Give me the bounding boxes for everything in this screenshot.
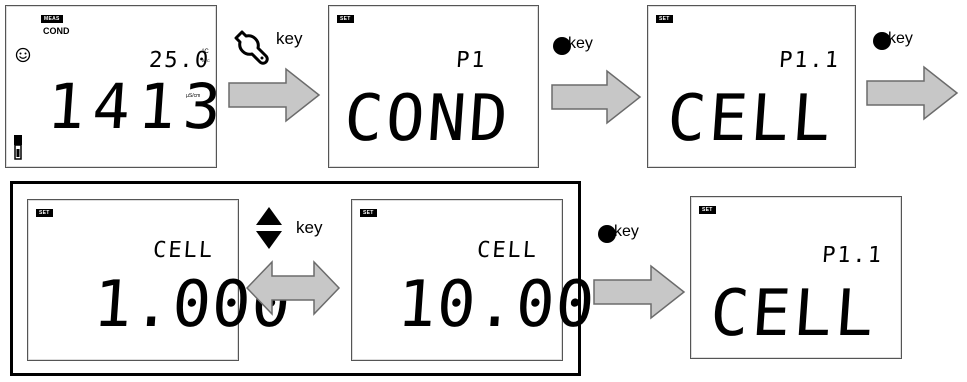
set-tag: SET [699, 206, 716, 214]
double-arrow [245, 260, 341, 316]
param-code: CELL [476, 238, 539, 263]
lcd-panel-p1-1: SET P1.1 CELL [647, 5, 856, 168]
lcd-panel-p1-1-return: SET P1.1 CELL [690, 196, 902, 359]
dot-key-label-2: key [888, 30, 913, 47]
dot-key-label-3: key [614, 223, 639, 240]
temp-unit-atc: ATC [202, 58, 210, 63]
enter-dot-icon [598, 225, 616, 243]
menu-main-text: COND [341, 82, 514, 156]
menu-main-text: CELL [664, 82, 837, 156]
menu-main-text: CELL [707, 277, 880, 351]
cell-constant-value: 10.00 [394, 268, 598, 342]
updown-key-label: key [296, 218, 323, 237]
enter-dot-icon [873, 32, 891, 50]
enter-dot-icon [553, 37, 571, 55]
param-code: P1.1 [821, 243, 884, 268]
meas-tag: MEAS [41, 15, 63, 23]
arrow-right-4 [593, 264, 686, 320]
set-tag: SET [36, 209, 53, 217]
set-tag: SET [656, 15, 673, 23]
dot-key-label-1: key [568, 35, 593, 52]
lcd-panel-measurement: MEAS COND 25.0 °C ATC 1413 µS/cm [5, 5, 231, 168]
param-code: P1 [455, 48, 488, 73]
up-down-arrow-icon [256, 207, 282, 249]
lcd-panel-p1: SET P1 COND [328, 5, 539, 168]
arrow-right-2 [551, 69, 642, 125]
arrow-right-1 [228, 67, 321, 123]
wrench-icon [234, 30, 269, 65]
electrode-probe-icon [14, 135, 22, 160]
wrench-key-label: key [276, 29, 303, 48]
param-code: CELL [152, 238, 215, 263]
param-code: P1.1 [778, 48, 841, 73]
lcd-panel-cell-1000-alt: SET CELL 10.00 [351, 199, 598, 361]
mode-label: COND [43, 26, 70, 36]
set-tag: SET [360, 209, 377, 217]
arrow-right-3 [866, 65, 959, 121]
lcd-panel-cell-1000: SET CELL 1.000 [27, 199, 294, 361]
temp-unit-c: °C [202, 49, 209, 55]
smiley-icon [15, 47, 31, 63]
set-tag: SET [337, 15, 354, 23]
adjustment-group-frame [10, 181, 581, 376]
reading-unit: µS/cm [186, 93, 201, 99]
conductivity-reading: 1413 [44, 70, 232, 143]
